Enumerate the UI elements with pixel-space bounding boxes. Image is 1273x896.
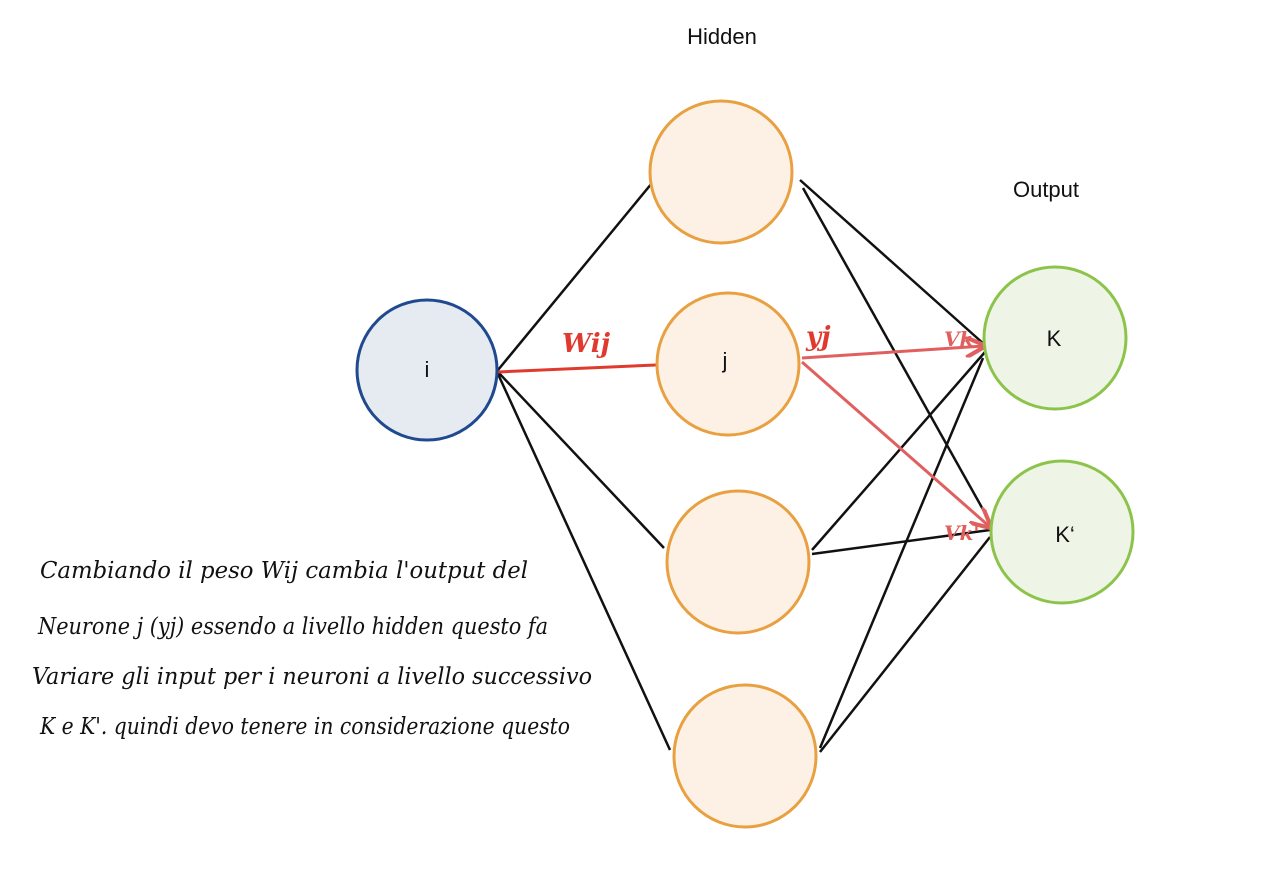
note-line-4: K e K'. quindi devo tenere in consideraz… bbox=[39, 714, 570, 740]
edge-i-h4 bbox=[496, 373, 672, 751]
edge-h3-kprime bbox=[811, 528, 991, 556]
hidden-node-j bbox=[655, 291, 801, 437]
output-node-k-prime-label: K‘ bbox=[1055, 522, 1075, 547]
note-line-3: Variare gli input per i neuroni a livell… bbox=[32, 664, 592, 690]
handwritten-note: Cambiando il peso Wij cambia l'output de… bbox=[32, 558, 592, 740]
hidden-node-j-label: j bbox=[722, 348, 728, 373]
edge-h3-k bbox=[811, 351, 986, 551]
output-node-k-label: K bbox=[1047, 326, 1062, 351]
note-line-1: Cambiando il peso Wij cambia l'output de… bbox=[40, 558, 528, 584]
edge-h4-kprime bbox=[819, 536, 991, 753]
note-line-2: Neurone j (yj) essendo a livello hidden … bbox=[37, 614, 548, 640]
hidden-node-4 bbox=[672, 683, 818, 829]
hidden-node-3 bbox=[665, 489, 811, 635]
edges bbox=[496, 179, 992, 753]
output-layer: Output K K‘ bbox=[982, 177, 1135, 605]
edge-i-h3 bbox=[497, 371, 665, 549]
weight-vk-prime-label: Vk' bbox=[944, 521, 980, 545]
edge-h4-k bbox=[818, 357, 985, 749]
input-layer: i bbox=[355, 298, 499, 442]
edge-h1-k bbox=[799, 179, 986, 346]
edge-labels: Wij yj Vk Vk' bbox=[562, 322, 980, 545]
edge-i-j-wij bbox=[497, 363, 657, 374]
edge-j-k-vk bbox=[801, 346, 984, 360]
input-node-i bbox=[355, 298, 499, 442]
hidden-node-1 bbox=[648, 99, 794, 245]
hidden-layer-title: Hidden bbox=[687, 24, 757, 49]
hidden-layer: Hidden j bbox=[648, 24, 818, 829]
edge-j-kprime-vkprime bbox=[801, 360, 990, 527]
output-node-k-prime bbox=[989, 459, 1135, 605]
output-yj-label: yj bbox=[805, 322, 831, 352]
weight-vk-label: Vk bbox=[944, 327, 973, 351]
weight-wij-label: Wij bbox=[562, 329, 611, 359]
output-layer-title: Output bbox=[1013, 177, 1079, 202]
input-node-i-label: i bbox=[425, 357, 430, 382]
edge-h1-kprime bbox=[801, 187, 992, 523]
output-node-k bbox=[982, 265, 1128, 411]
edge-i-h1 bbox=[497, 182, 653, 371]
